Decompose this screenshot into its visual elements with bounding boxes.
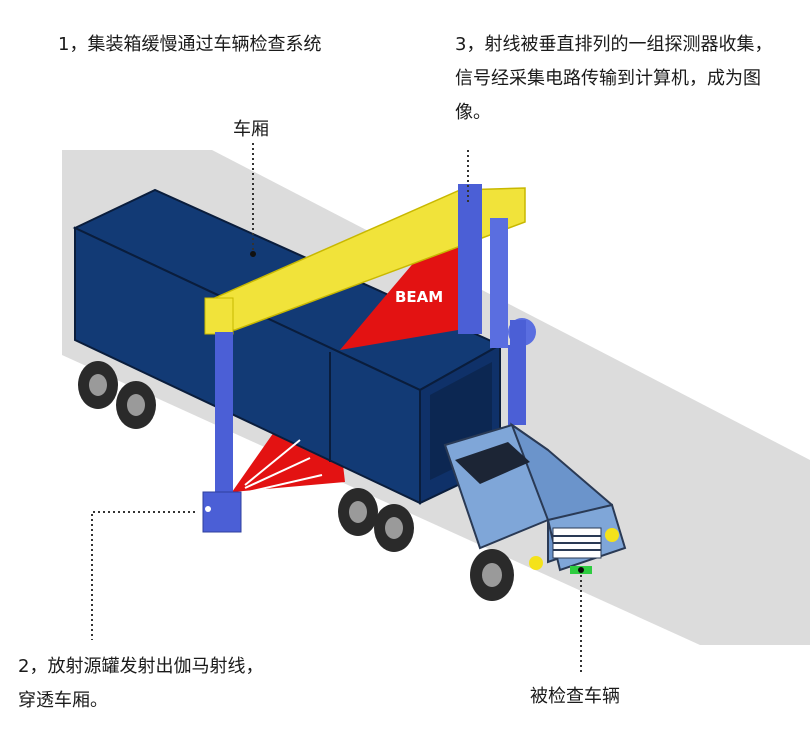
container-marker-dot	[250, 251, 256, 257]
beam-label: BEAM	[395, 288, 443, 306]
